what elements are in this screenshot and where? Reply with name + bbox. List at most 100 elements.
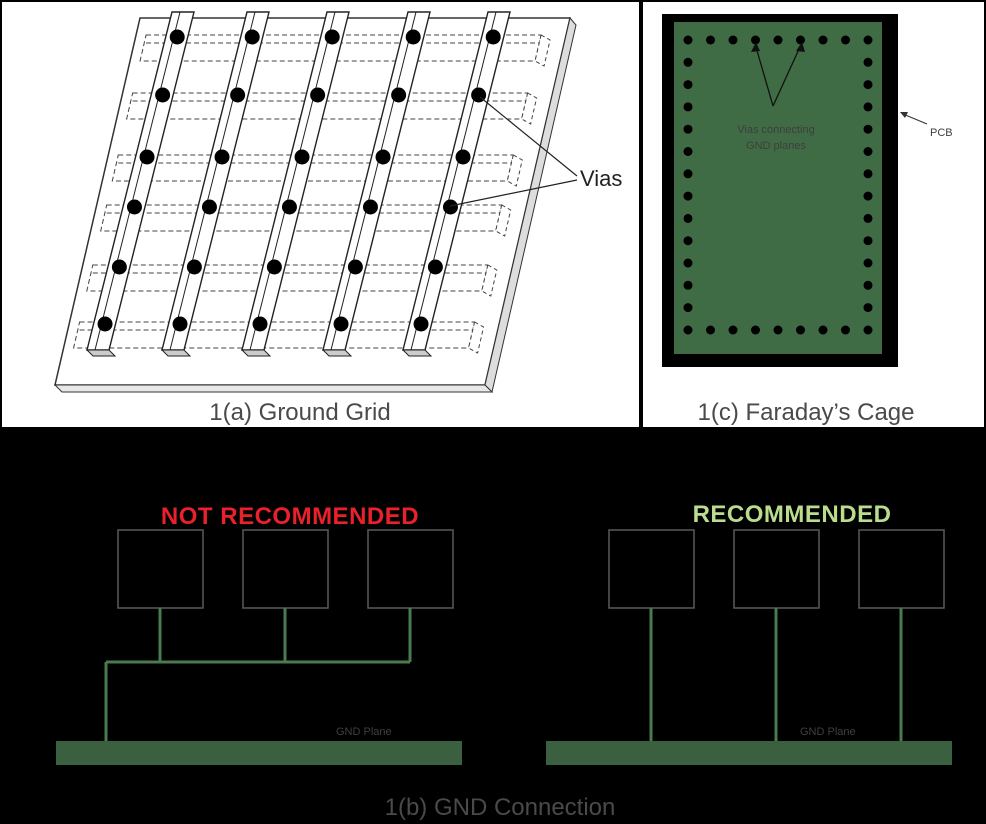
cage-via-dot (683, 124, 693, 134)
pcb-label: PCB (930, 127, 953, 139)
via-dot (252, 316, 268, 332)
cage-via-dot (863, 236, 873, 246)
ground-grid-figure: Vias (53, 11, 622, 393)
via-dot (230, 87, 246, 103)
horizontal-ground-bar (111, 154, 514, 182)
horizontal-ground-bar-end (534, 34, 551, 67)
gnd-connection-caption: 1(b) GND Connection (385, 794, 616, 821)
cage-via-dot (683, 80, 693, 90)
gnd-plane-left-label: GND Plane (336, 726, 392, 738)
component-box (733, 529, 820, 609)
via-dot (294, 149, 310, 165)
vertical-ground-bar-edge (169, 11, 256, 351)
cage-via-dot (863, 325, 873, 335)
cage-via-dot (863, 35, 873, 45)
cage-via-dot (863, 213, 873, 223)
horizontal-ground-bar-end (506, 154, 523, 187)
via-dot (324, 29, 340, 45)
cage-via-dot (818, 325, 828, 335)
vias-callout-line-2 (449, 179, 578, 207)
horizontal-ground-bars (72, 34, 551, 354)
vertical-ground-bar-edge (330, 11, 417, 351)
pcb-callout-line (902, 113, 928, 125)
not-recommended-heading: NOT RECOMMENDED (161, 503, 419, 530)
component-box (367, 529, 454, 609)
component-box (858, 529, 945, 609)
pcb-ground-plane (674, 22, 882, 354)
gnd-plane-left (56, 741, 462, 765)
via-dot (375, 149, 391, 165)
via-dot (485, 29, 501, 45)
gnd-plane-right (546, 741, 952, 765)
cage-via-dot (683, 35, 693, 45)
cage-via-dot (796, 325, 805, 335)
ground-grid-board-bottom (53, 384, 494, 393)
via-dot (172, 316, 188, 332)
cage-via-dot (863, 303, 873, 313)
vertical-ground-bar-end (160, 349, 192, 357)
gnd-plane-right-label: GND Plane (800, 726, 856, 738)
cage-via-dot (796, 35, 805, 45)
vertical-ground-bar-end (240, 349, 272, 357)
via-dot (405, 29, 421, 45)
via-dot (139, 149, 155, 165)
via-dot (362, 199, 378, 215)
cage-via-dot (863, 124, 873, 134)
cage-via-dot (863, 80, 873, 90)
via-label-line-1: Vias connecting (737, 124, 814, 136)
vertical-ground-bars (85, 11, 511, 357)
vias-callout-label: Vias (580, 166, 622, 191)
via-dot (201, 199, 217, 215)
component-box (242, 529, 329, 609)
via-dot (186, 259, 202, 275)
horizontal-ground-bar-end (481, 264, 498, 297)
via-dot (281, 199, 297, 215)
cage-via-dot (818, 35, 828, 45)
cage-via-dot (683, 325, 693, 335)
vias-callout-line-1 (479, 96, 578, 177)
component-box (608, 529, 695, 609)
horizontal-ground-bar-end (468, 321, 485, 354)
horizontal-ground-bar (100, 204, 503, 232)
via-dot (391, 87, 407, 103)
faraday-cage-figure: Vias connecting GND planes PCB (662, 14, 953, 367)
via-dot (427, 259, 443, 275)
cage-via-dot (751, 35, 760, 45)
cage-via-dot (863, 258, 873, 268)
via-dot (413, 316, 429, 332)
vertical-ground-bar-edge (94, 11, 181, 351)
cage-via-dot (841, 325, 850, 335)
cage-via-dot (706, 35, 715, 45)
daisy-chain-ground: GND Plane (56, 529, 462, 765)
cage-via-dot (683, 57, 693, 67)
cage-via-dot (683, 213, 693, 223)
cage-via-dot (863, 147, 873, 156)
cage-via-dot (683, 236, 693, 246)
via-label-line-2: GND planes (746, 140, 806, 152)
arrowhead-icon (796, 42, 805, 52)
via-dot (266, 259, 282, 275)
vertical-ground-bar-edge (249, 11, 336, 351)
cage-via-dot (863, 169, 873, 179)
via-callout-arrow-right (772, 46, 801, 107)
arrowhead-icon (751, 42, 760, 52)
cage-via-dot (863, 191, 873, 201)
horizontal-ground-bar (126, 92, 529, 120)
horizontal-ground-bar-end (521, 92, 538, 125)
recommended-heading: RECOMMENDED (693, 501, 892, 528)
vertical-ground-bar-end (321, 349, 353, 357)
component-box (117, 529, 204, 609)
cage-via-dot (683, 280, 693, 290)
cage-via-dot (841, 35, 850, 45)
horizontal-ground-bar (72, 321, 476, 349)
cage-via-dot (863, 57, 873, 67)
vertical-ground-bar-edge (410, 11, 497, 351)
ground-grid-caption: 1(a) Ground Grid (209, 399, 390, 426)
cage-via-dot (706, 325, 715, 335)
faraday-cage-caption: 1(c) Faraday’s Cage (698, 399, 915, 426)
via-dot (169, 29, 185, 45)
cage-via-dot (728, 35, 738, 45)
cage-via-dot (683, 147, 693, 156)
cage-via-dot (751, 325, 760, 335)
